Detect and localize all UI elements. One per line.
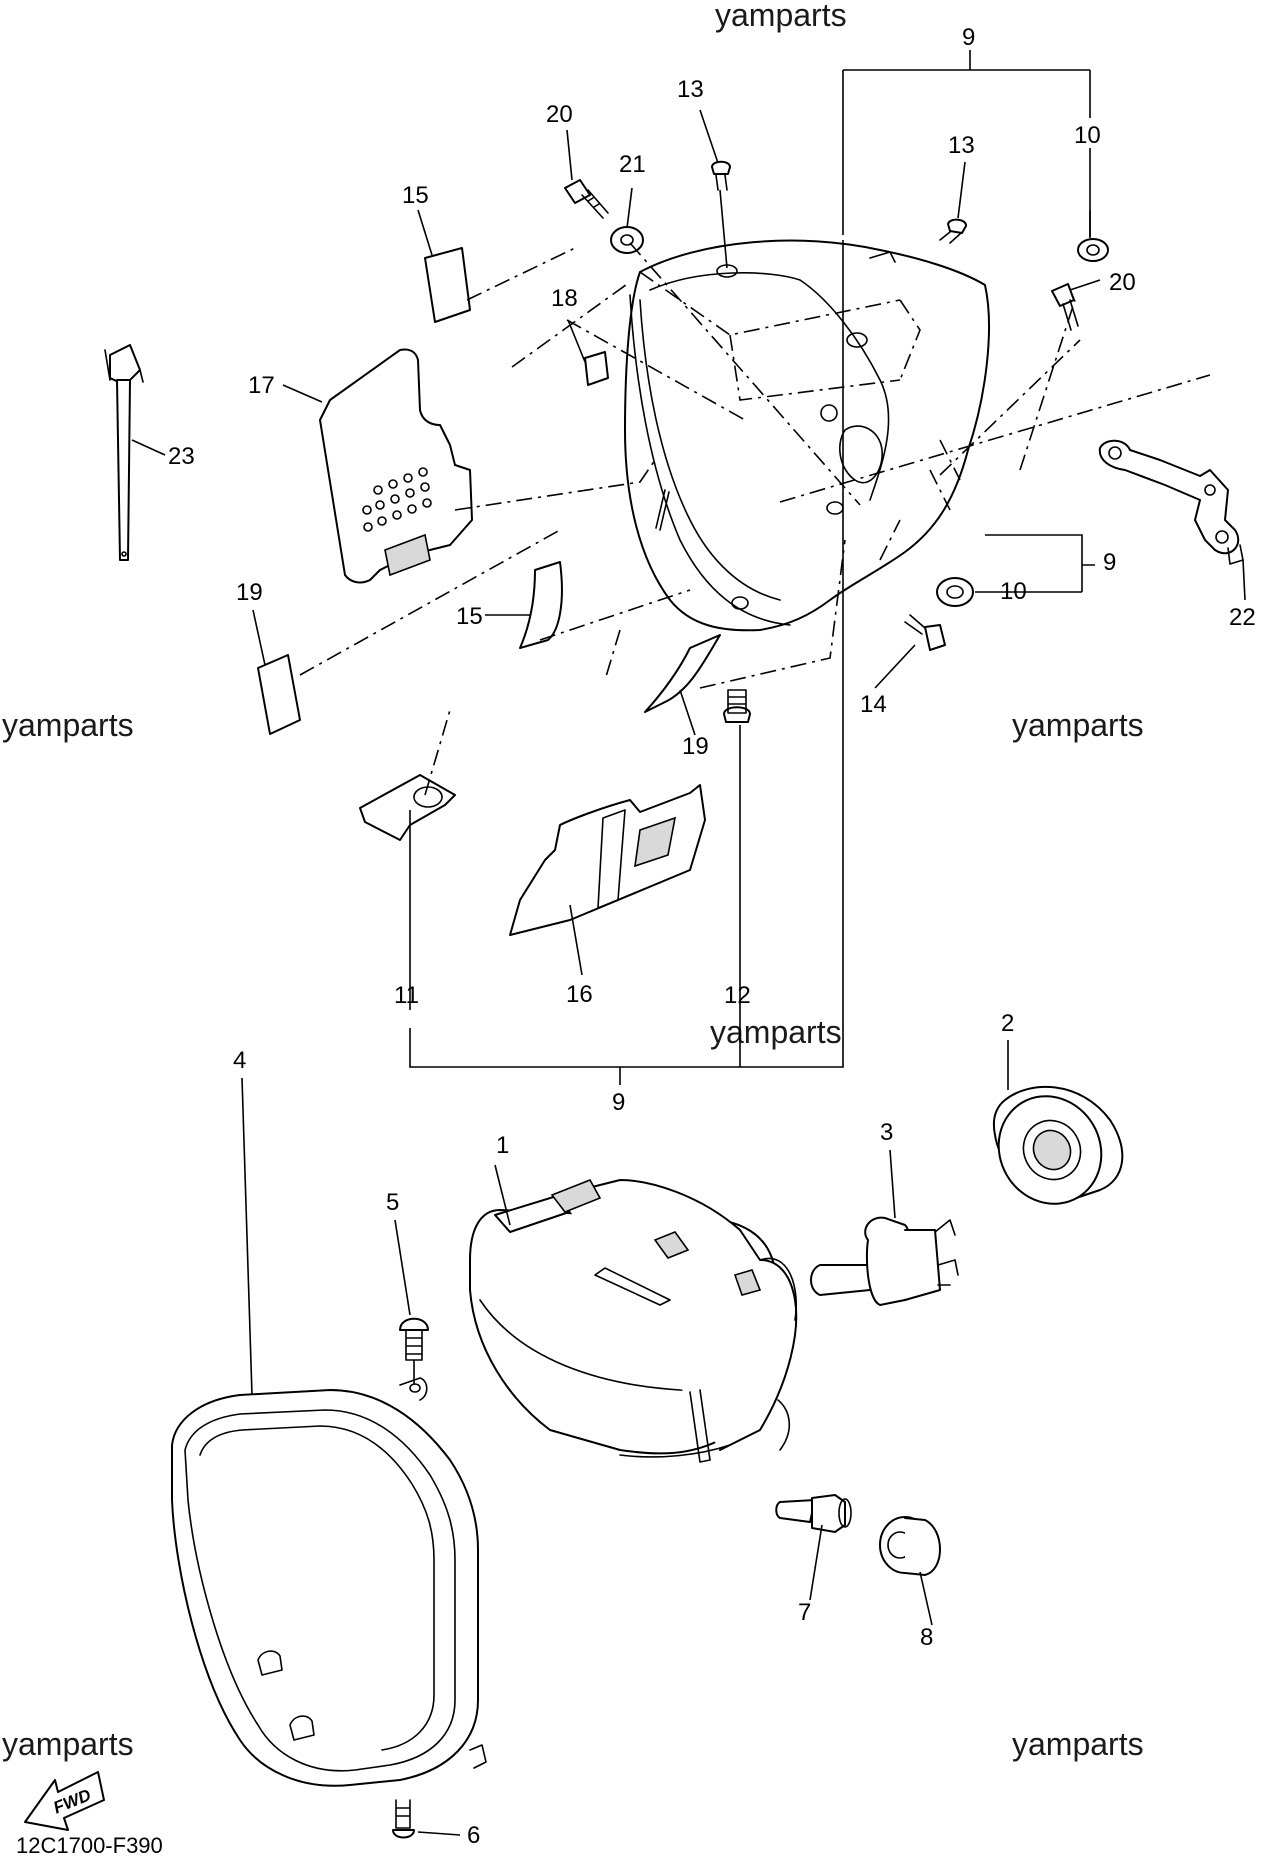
panel-17 bbox=[319, 348, 473, 584]
callout-18: 18 bbox=[551, 285, 578, 312]
panel-holes bbox=[362, 467, 432, 532]
callout-15-top: 15 bbox=[402, 182, 429, 209]
callout-14: 14 bbox=[860, 691, 887, 718]
callout-5: 5 bbox=[386, 1189, 399, 1216]
socket-8 bbox=[879, 1516, 941, 1576]
labels-15-18-19 bbox=[257, 247, 721, 735]
callout-19-left: 19 bbox=[236, 579, 263, 606]
callout-3: 3 bbox=[880, 1119, 893, 1146]
callout-22: 22 bbox=[1229, 604, 1256, 631]
label-19-mid bbox=[644, 634, 721, 713]
leader-lines bbox=[131, 50, 1246, 1836]
callout-4: 4 bbox=[233, 1047, 246, 1074]
headlight-unit-1 bbox=[469, 1178, 798, 1463]
cable-tie-23 bbox=[104, 344, 144, 561]
callout-numbers: 1 2 3 4 5 6 7 8 9 9 9 10 10 11 12 13 13 … bbox=[168, 24, 1256, 1849]
callout-9-top: 9 bbox=[962, 24, 975, 51]
callout-20-right: 20 bbox=[1109, 269, 1136, 296]
panel-16 bbox=[509, 784, 706, 936]
callout-16: 16 bbox=[566, 981, 593, 1008]
callout-13-right: 13 bbox=[948, 132, 975, 159]
callout-1: 1 bbox=[496, 1132, 509, 1159]
callout-10-top: 10 bbox=[1074, 122, 1101, 149]
callout-13-top: 13 bbox=[677, 76, 704, 103]
callout-19-mid: 19 bbox=[682, 733, 709, 760]
label-15-top bbox=[424, 247, 471, 323]
callout-23: 23 bbox=[168, 443, 195, 470]
callout-9-right: 9 bbox=[1103, 549, 1116, 576]
bulb-7 bbox=[775, 1494, 852, 1533]
label-15-mid bbox=[519, 561, 563, 649]
callout-17: 17 bbox=[248, 372, 275, 399]
watermark-bottom-right: yamparts bbox=[1012, 1726, 1144, 1762]
watermark-center: yamparts bbox=[710, 1014, 842, 1050]
callout-10-lower: 10 bbox=[1000, 578, 1027, 605]
callout-20-left: 20 bbox=[546, 101, 573, 128]
stay-22 bbox=[1098, 439, 1244, 565]
label-19-left bbox=[257, 654, 301, 735]
watermark-top: yamparts bbox=[715, 0, 847, 33]
callout-9-bottom: 9 bbox=[612, 1089, 625, 1116]
callout-8: 8 bbox=[920, 1624, 933, 1651]
callout-6: 6 bbox=[467, 1822, 480, 1849]
watermark-bottom-left: yamparts bbox=[2, 1726, 134, 1762]
screw-5 bbox=[399, 1317, 429, 1361]
headlight-rim-4 bbox=[171, 1377, 487, 1787]
bracket-11 bbox=[359, 774, 456, 841]
callout-12: 12 bbox=[724, 982, 751, 1009]
watermark-left: yamparts bbox=[2, 707, 134, 743]
callout-11: 11 bbox=[394, 982, 419, 1009]
callout-21: 21 bbox=[619, 151, 646, 178]
diagram-code: 12C1700-F390 bbox=[16, 1833, 163, 1858]
watermark-right: yamparts bbox=[1012, 707, 1144, 743]
screw-6 bbox=[392, 1799, 415, 1839]
headlight-housing bbox=[624, 239, 990, 632]
fasteners-top bbox=[564, 160, 1109, 723]
label-18 bbox=[584, 351, 609, 386]
callout-7: 7 bbox=[798, 1599, 811, 1626]
callout-2: 2 bbox=[1001, 1010, 1014, 1037]
fwd-arrow: FWD bbox=[24, 1771, 105, 1831]
bulb-3 bbox=[810, 1216, 959, 1306]
callout-15-mid: 15 bbox=[456, 603, 483, 630]
socket-cover-2 bbox=[992, 1085, 1124, 1205]
